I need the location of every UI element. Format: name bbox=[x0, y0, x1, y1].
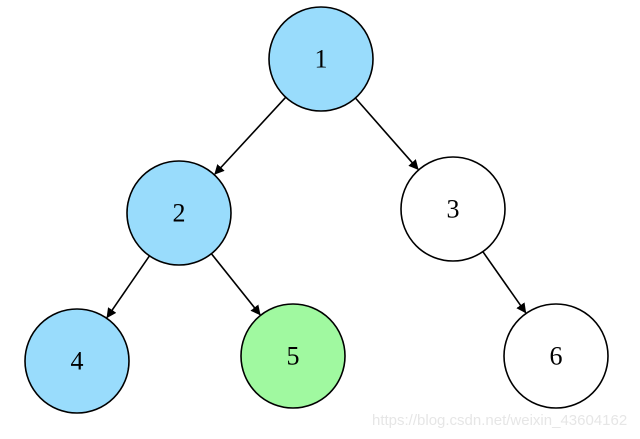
node-circle-6 bbox=[503, 303, 609, 409]
edge-3-6 bbox=[482, 251, 527, 314]
edge-2-5 bbox=[210, 253, 261, 316]
tree-node-5: 5 bbox=[240, 303, 346, 409]
edges bbox=[106, 96, 527, 319]
node-label-3: 3 bbox=[447, 195, 460, 224]
tree-node-1: 1 bbox=[268, 6, 374, 112]
node-circle-5 bbox=[240, 303, 346, 409]
node-circle-1 bbox=[268, 6, 374, 112]
edge-2-4 bbox=[106, 255, 151, 319]
watermark-text: https://blog.csdn.net/weixin_43604162 bbox=[372, 412, 628, 429]
edge-1-2 bbox=[214, 96, 287, 175]
node-circle-4 bbox=[24, 308, 130, 414]
node-label-4: 4 bbox=[71, 347, 84, 376]
tree-node-2: 2 bbox=[126, 160, 232, 266]
nodes: 1 2 3 4 5 6 bbox=[24, 6, 609, 414]
tree-node-3: 3 bbox=[400, 156, 506, 262]
tree-node-4: 4 bbox=[24, 308, 130, 414]
node-label-2: 2 bbox=[173, 199, 186, 228]
node-label-5: 5 bbox=[287, 342, 300, 371]
edge-1-3 bbox=[354, 97, 419, 170]
tree-node-6: 6 bbox=[503, 303, 609, 409]
node-label-6: 6 bbox=[550, 342, 563, 371]
node-circle-2 bbox=[126, 160, 232, 266]
node-circle-3 bbox=[400, 156, 506, 262]
node-label-1: 1 bbox=[315, 45, 328, 74]
